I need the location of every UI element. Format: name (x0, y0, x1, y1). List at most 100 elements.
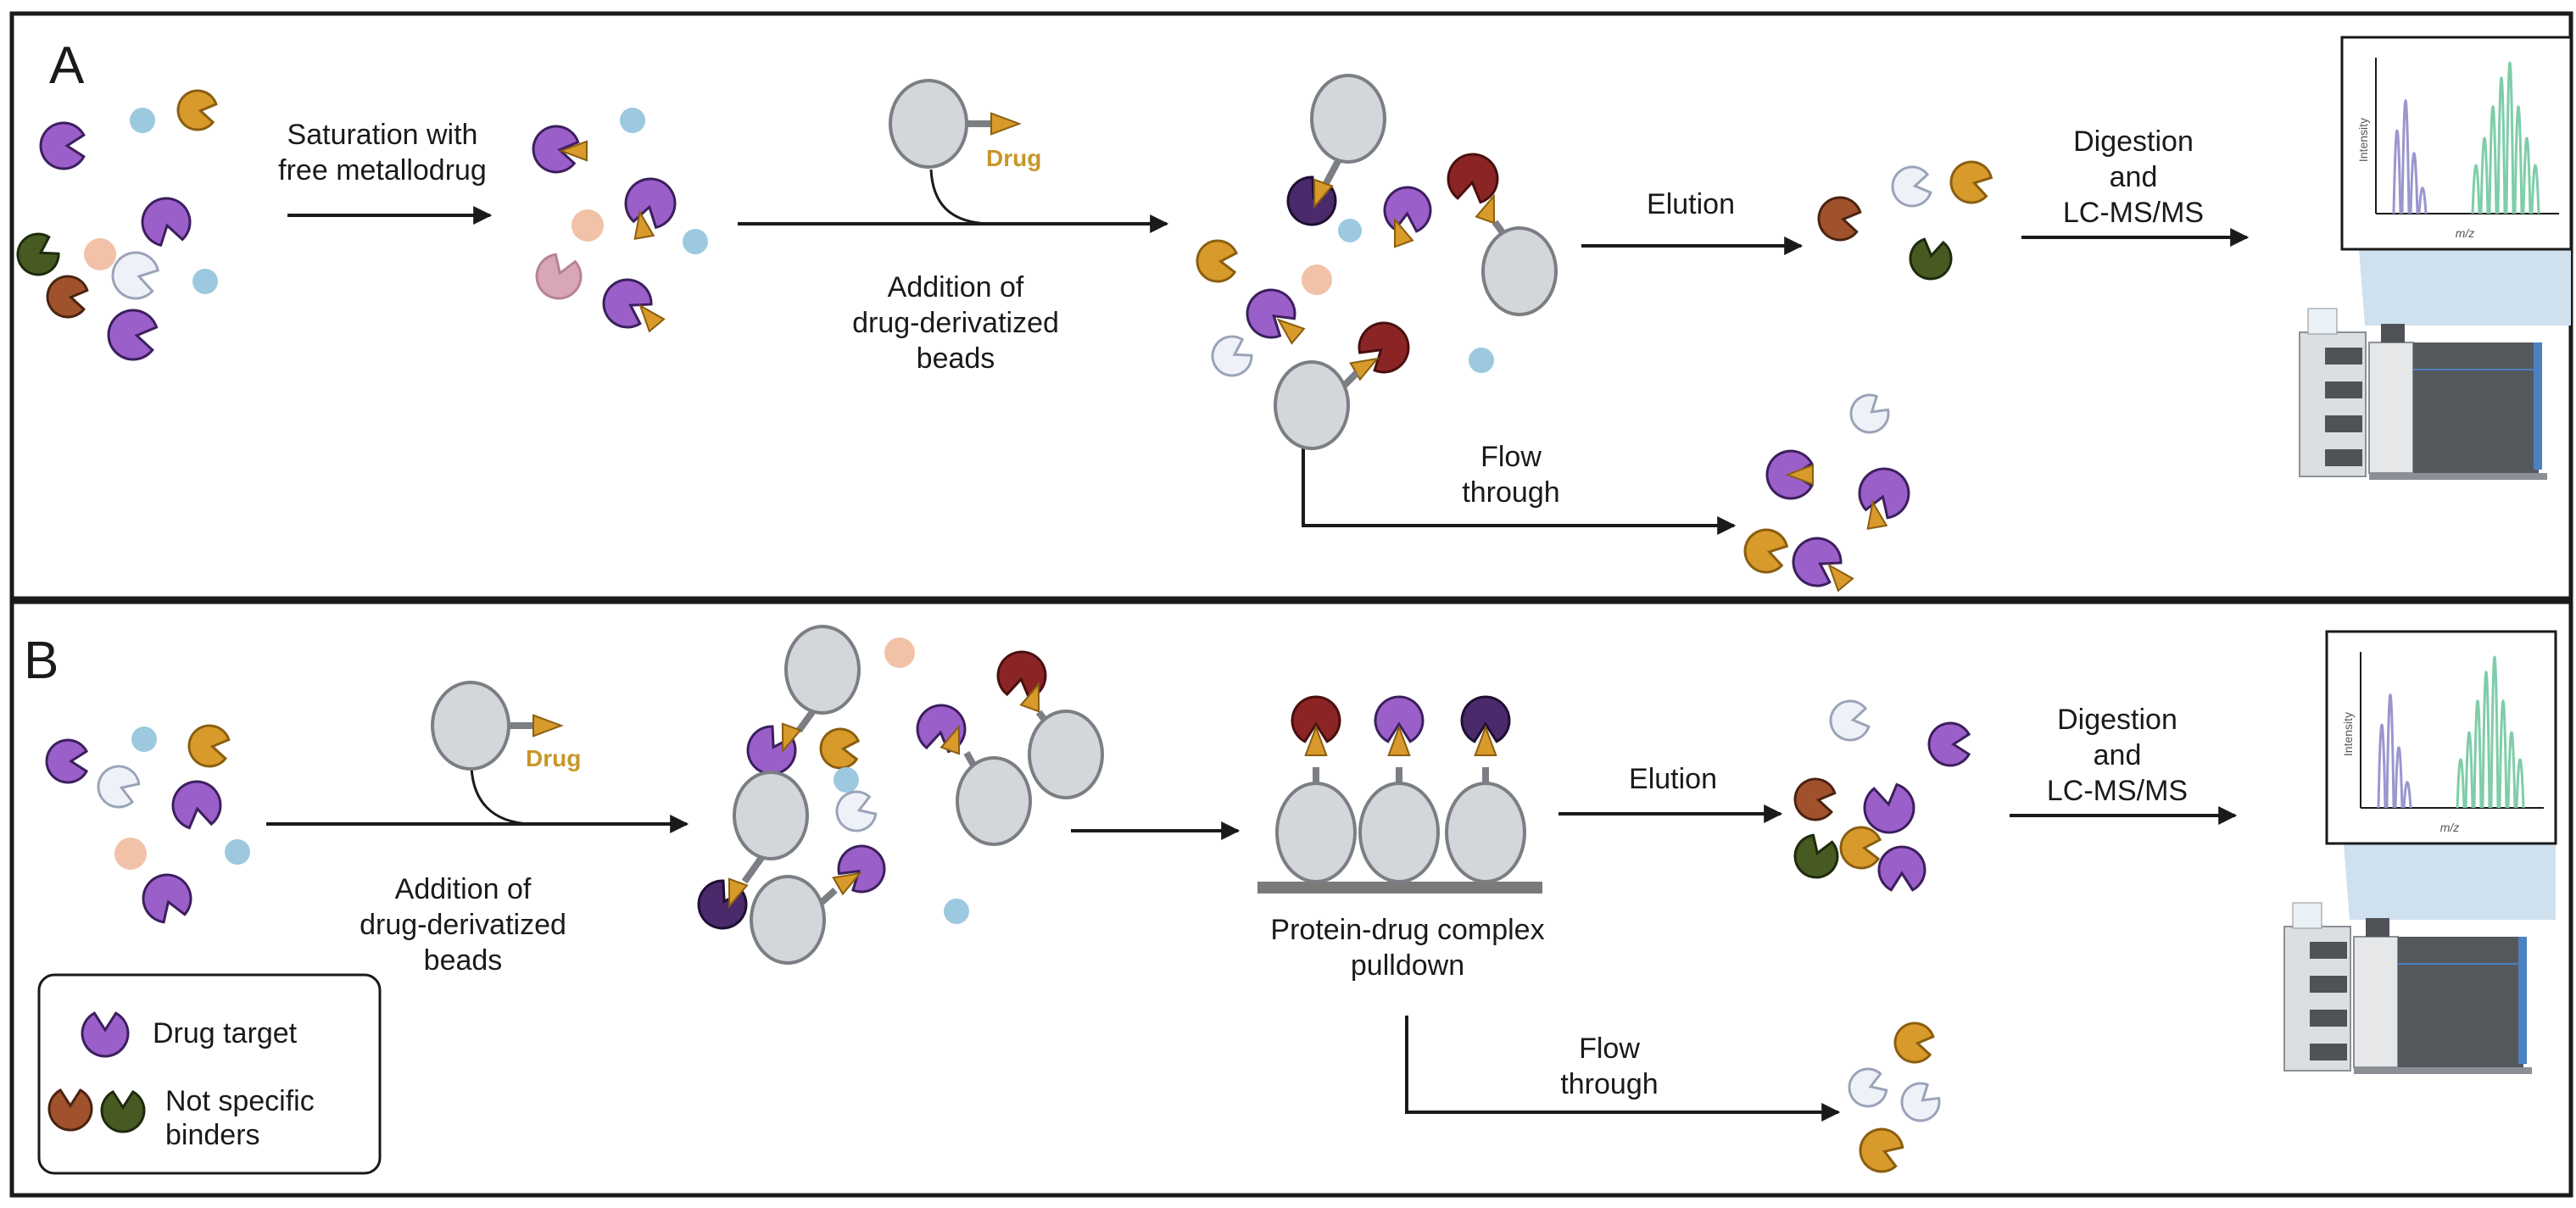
protein-icon (111, 251, 160, 300)
panel-a-step-elution: Elution (1647, 188, 1735, 220)
small-molecule-icon (683, 229, 708, 254)
spectrum-peak (2385, 693, 2395, 809)
protein-icon (1447, 153, 1499, 204)
bead-icon-a (889, 79, 968, 169)
protein-icon (1893, 1022, 1935, 1064)
protein-icon (1211, 335, 1253, 377)
protein-icon (535, 253, 583, 300)
drug-icon (638, 303, 666, 333)
svg-text:Flow: Flow (1579, 1033, 1640, 1065)
spectrum-peak (2400, 99, 2411, 214)
panel-a-step-addition: Addition of drug-derivatized beads (852, 271, 1059, 375)
protein-icon (1891, 165, 1932, 208)
spectrum-peak (2473, 699, 2483, 809)
protein-icon (1196, 239, 1239, 283)
panel-a-label: A (49, 36, 85, 95)
protein-icon (1849, 393, 1890, 434)
lc-module (2325, 381, 2362, 398)
protein-icon (602, 278, 653, 329)
drug-icon (1474, 725, 1497, 756)
drug-icon-a (990, 112, 1022, 136)
spectrum-peak (2394, 746, 2404, 809)
captured-protein-icon (1291, 695, 1341, 743)
lc-module (2325, 348, 2362, 365)
pulldown-support (1257, 882, 1542, 893)
spectrum-peak (2490, 655, 2500, 809)
zoom-projection (2359, 249, 2571, 326)
legend-nonspecific-green-icon (100, 1089, 146, 1133)
spectrum-peak (2530, 164, 2540, 214)
drug-icon (1785, 464, 1814, 486)
svg-text:Protein-drug complex: Protein-drug complex (1270, 914, 1544, 946)
small-molecule-icon (1302, 264, 1332, 295)
protein-icon (187, 724, 231, 768)
spectrum-xlabel: m/z (2456, 226, 2475, 240)
protein-icon (16, 232, 60, 276)
protein-icon (1817, 196, 1862, 242)
legend-nonspecific-label: Not specific (165, 1085, 315, 1117)
panel-b-step-digestion: Digestion and LC-MS/MS (2047, 704, 2188, 807)
protein-icon (1927, 721, 1971, 767)
solvent-bottles-icon (2307, 308, 2338, 335)
small-molecule-icon (131, 726, 157, 752)
spectrum-peak (2513, 105, 2523, 214)
svg-text:Addition of: Addition of (888, 271, 1024, 303)
bead-icon-b (431, 681, 510, 771)
drug-icon (728, 877, 749, 909)
svg-text:drug-derivatized: drug-derivatized (360, 909, 566, 941)
drug-icon (781, 722, 802, 754)
panel-b-label: B (24, 632, 59, 690)
legend-drug-target-icon (81, 1011, 130, 1058)
protein-icon (1246, 288, 1296, 339)
pulldown-bead-icon (1275, 782, 1357, 883)
panel-b-step-elution: Elution (1629, 763, 1717, 795)
drug-icon (633, 209, 655, 241)
small-molecule-icon (1338, 219, 1362, 242)
drug-icon (1304, 725, 1328, 756)
spectrum-peak (2505, 61, 2515, 214)
spectrum-peak (2471, 164, 2481, 214)
small-molecule-icon (84, 238, 116, 270)
lc-module (2310, 942, 2347, 959)
svg-text:pulldown: pulldown (1351, 949, 1464, 982)
small-molecule-icon (620, 108, 645, 133)
zoom-projection (2344, 843, 2556, 920)
spectrum-peak (2481, 671, 2491, 809)
spectrum-ylabel: Intensity (2356, 118, 2370, 162)
mass-spectrometer-icon (2398, 937, 2523, 1067)
protein-icon (141, 197, 192, 248)
svg-text:Flow: Flow (1480, 441, 1542, 473)
linker-icon (1321, 159, 1341, 188)
bead-icon (1028, 710, 1104, 799)
protein-icon (532, 125, 580, 174)
protein-icon (1743, 528, 1789, 574)
protein-icon (996, 650, 1047, 700)
drug-label-b: Drug (526, 745, 581, 771)
drug-icon (559, 140, 588, 162)
protein-icon (1877, 845, 1926, 892)
protein-icon (835, 790, 878, 832)
protein-icon (1829, 699, 1871, 742)
spectrum-peak (2496, 76, 2506, 214)
spectrum-peak (2479, 136, 2490, 214)
bead-icon (733, 771, 809, 860)
spectrum-peak (2409, 152, 2419, 214)
protein-icon (1900, 1082, 1941, 1122)
spectrum-peak (2498, 699, 2508, 809)
ms-base (2369, 473, 2547, 480)
protein-icon (45, 738, 89, 784)
arrow-flow-b (1405, 1016, 1841, 1122)
svg-text:LC-MS/MS: LC-MS/MS (2063, 197, 2204, 229)
drug-icon (1019, 682, 1040, 713)
ms-base (2354, 1067, 2532, 1074)
drug-icon (1276, 318, 1306, 345)
panel-a-step-flow: Flow through (1462, 441, 1559, 509)
svg-text:and: and (2094, 739, 2142, 771)
drug-icon (1827, 563, 1854, 593)
solvent-bottles-icon (2292, 902, 2322, 929)
spectrum-peak (2377, 723, 2387, 809)
panel-b-step-pulldown: Protein-drug complex pulldown (1270, 914, 1544, 982)
lc-module (2310, 1010, 2347, 1027)
svg-text:drug-derivatized: drug-derivatized (852, 307, 1059, 339)
protein-icon (107, 309, 159, 361)
